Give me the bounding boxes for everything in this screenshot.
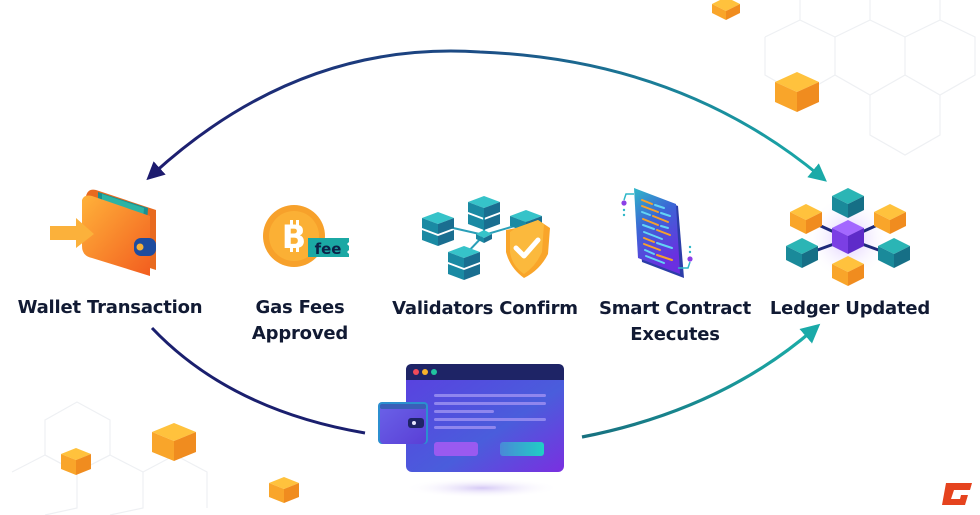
bottom-right-arc	[581, 323, 821, 439]
smart-contract-line2: Executes	[630, 324, 720, 345]
bottom-left-arc	[150, 326, 366, 435]
smart-contract-line1: Smart Contract	[598, 298, 752, 319]
validator-servers-shield-icon	[418, 190, 558, 286]
browser-window-with-wallet-icon	[378, 364, 568, 476]
bitcoin-fee-icon: B fee	[262, 204, 352, 274]
gas-fees-line2: Approved	[251, 323, 349, 344]
brand-logo-icon	[940, 481, 974, 507]
top-arc-arrow	[146, 49, 827, 182]
svg-text:B: B	[282, 218, 306, 256]
step-label-ledger-updated: Ledger Updated	[769, 298, 931, 319]
wallet-icon	[50, 186, 170, 286]
smart-contract-document-icon	[620, 186, 700, 282]
step-label-gas-fees: Gas Fees Approved	[220, 295, 380, 347]
step-label-smart-contract: Smart Contract Executes	[590, 296, 760, 348]
step-label-validators-confirm: Validators Confirm	[392, 298, 578, 319]
step-label-wallet-transaction: Wallet Transaction	[17, 297, 203, 318]
fee-text: fee	[315, 240, 342, 258]
gas-fees-line1: Gas Fees	[255, 297, 345, 318]
ledger-blocks-network-icon	[784, 186, 914, 290]
decor-cubes	[61, 0, 819, 503]
